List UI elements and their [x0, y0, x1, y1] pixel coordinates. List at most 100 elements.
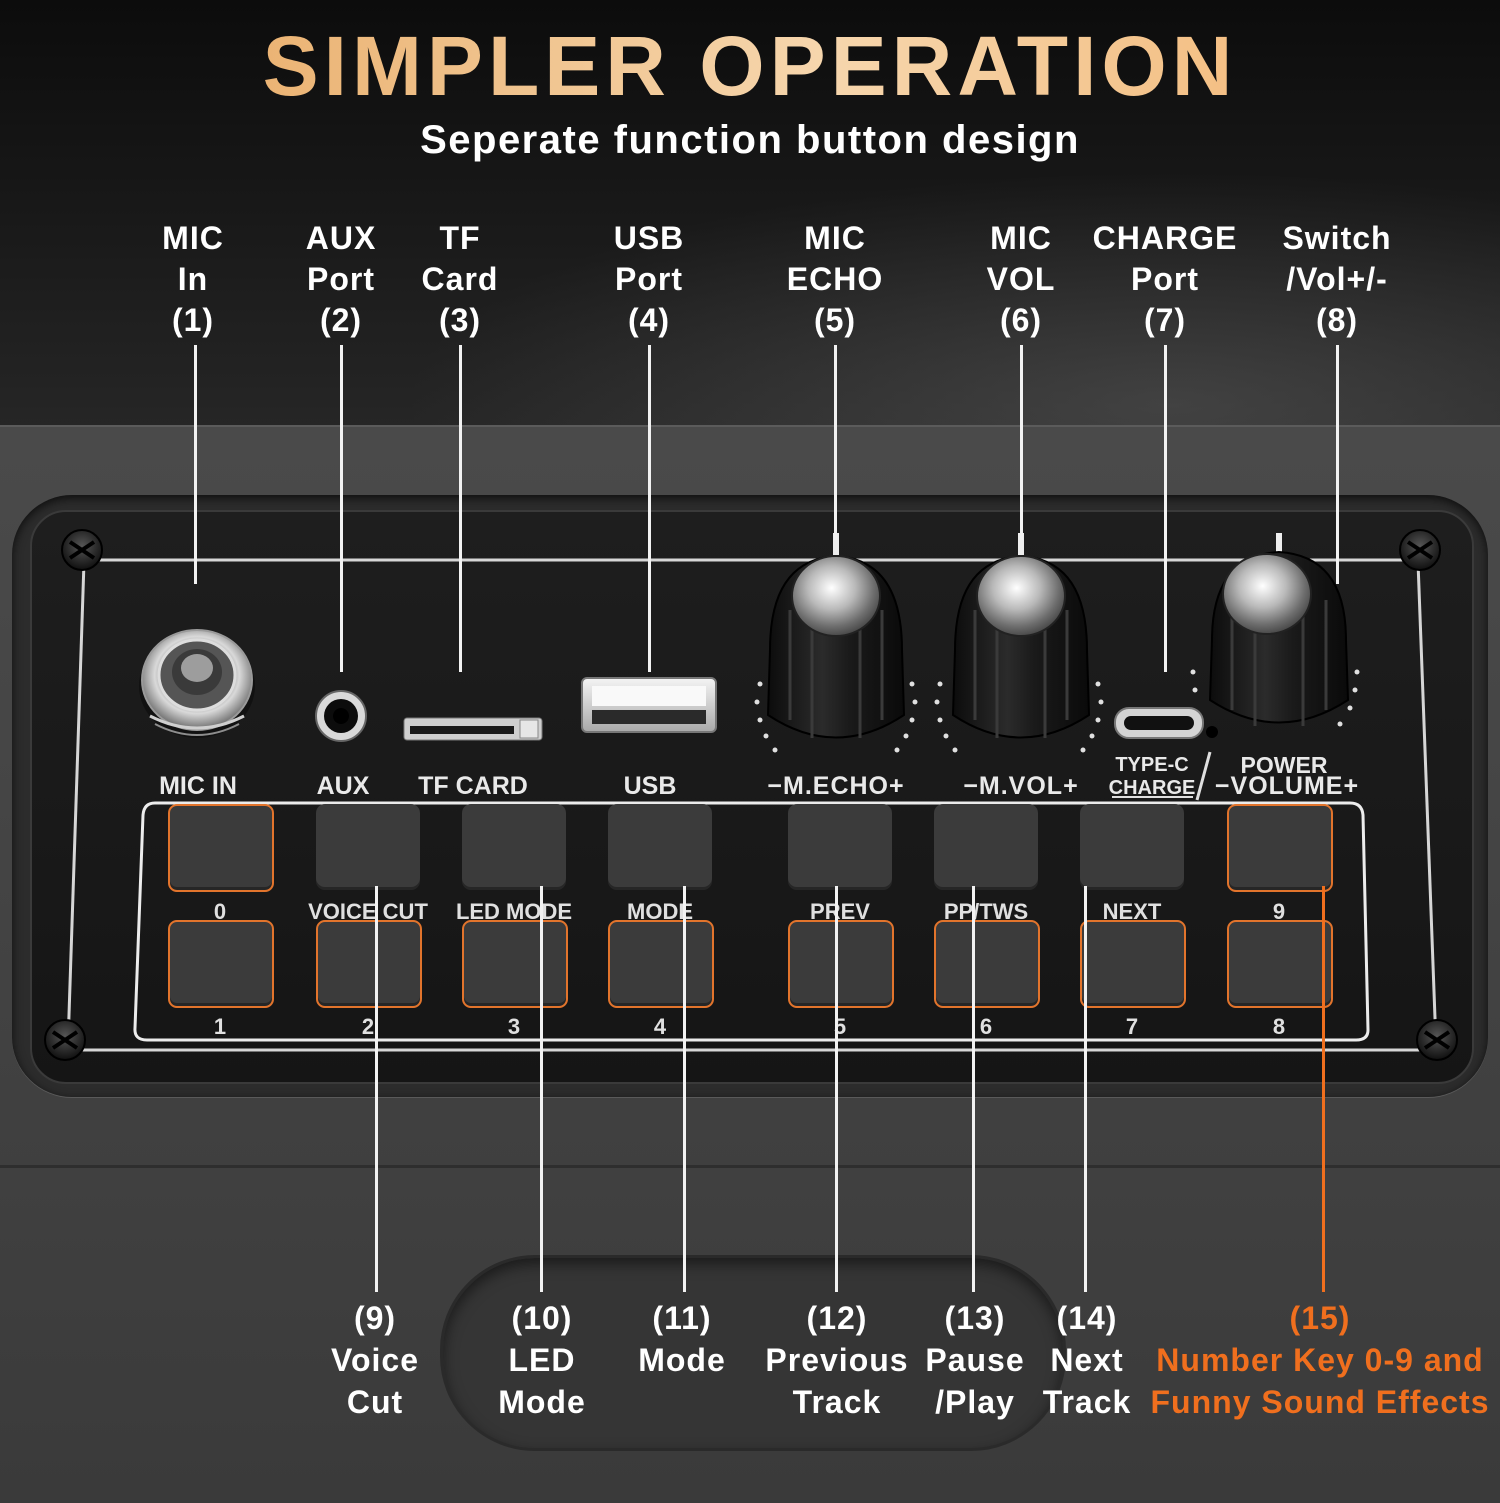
- key-row1-label: NEXT: [1102, 899, 1162, 924]
- bottom-callout-line: Pause: [925, 1342, 1025, 1378]
- top-leader-line: [1336, 345, 1339, 584]
- top-callout-line: Port: [307, 261, 375, 297]
- key-row2-5[interactable]: [934, 920, 1040, 1008]
- bottom-callout-2: (11) Mode: [638, 1297, 726, 1381]
- key-row2-label: 7: [1125, 1014, 1139, 1039]
- key-row1-5[interactable]: [934, 804, 1038, 890]
- bottom-callout-line: (9): [353, 1300, 397, 1336]
- key-row2-label: 8: [1272, 1014, 1286, 1039]
- key-row1-3[interactable]: [608, 804, 712, 890]
- top-callout-line: (4): [627, 302, 671, 338]
- bottom-callout-line: (14): [1056, 1300, 1118, 1336]
- top-callout-line: Switch: [1282, 220, 1392, 256]
- key-row1-0[interactable]: [168, 804, 274, 892]
- page-title: SIMPLER OPERATION: [0, 18, 1500, 115]
- key-row2-label: 3: [507, 1014, 521, 1039]
- top-callout-line: (5): [813, 302, 857, 338]
- top-callout-line: MIC: [990, 220, 1052, 256]
- top-callout-line: CHARGE: [1092, 220, 1238, 256]
- top-callout-line: Card: [421, 261, 499, 297]
- top-leader-line: [194, 345, 197, 584]
- bottom-callout-line: (12): [806, 1300, 868, 1336]
- key-row2-6[interactable]: [1080, 920, 1186, 1008]
- bottom-leader-line: [1084, 886, 1087, 1292]
- bottom-leader-line: [1322, 886, 1325, 1292]
- mic-vol-label: −M.VOL+: [963, 772, 1079, 800]
- key-row1-6[interactable]: [1080, 804, 1184, 890]
- top-callout-line: USB: [613, 220, 685, 256]
- aux-label: AUX: [316, 772, 370, 800]
- bottom-callout-line: (11): [652, 1300, 712, 1336]
- key-row2-2[interactable]: [462, 920, 568, 1008]
- key-row1-4[interactable]: [788, 804, 892, 890]
- bottom-callout-line: Mode: [638, 1342, 726, 1378]
- key-row2-label: 4: [653, 1014, 667, 1039]
- key-row1-label: 0: [213, 899, 227, 924]
- bottom-callout-line: Funny Sound Effects: [1150, 1384, 1490, 1420]
- page-subtitle: Seperate function button design: [420, 118, 1080, 162]
- key-row2-7[interactable]: [1227, 920, 1333, 1008]
- key-row1-label: MODE: [627, 899, 693, 924]
- key-row1-label: LED MODE: [455, 899, 573, 924]
- key-row2-1[interactable]: [316, 920, 422, 1008]
- bottom-callout-line: Next: [1050, 1342, 1124, 1378]
- mic-in-label: MIC IN: [159, 772, 237, 800]
- top-callout-line: (2): [319, 302, 363, 338]
- bottom-callout-line: Previous: [765, 1342, 909, 1378]
- top-leader-line: [1164, 345, 1167, 672]
- top-callout-line: /Vol+/-: [1286, 261, 1388, 297]
- key-row1-label: 9: [1272, 899, 1286, 924]
- bottom-callout-line: (15): [1289, 1300, 1351, 1336]
- top-leader-line: [648, 345, 651, 672]
- top-callout-line: MIC: [804, 220, 866, 256]
- tf-card-label: TF CARD: [418, 772, 528, 800]
- top-callout-line: (7): [1143, 302, 1187, 338]
- bottom-leader-line: [972, 886, 975, 1292]
- key-row2-0[interactable]: [168, 920, 274, 1008]
- top-leader-line: [340, 345, 343, 672]
- bottom-leader-line: [540, 886, 543, 1292]
- charge-label: CHARGE: [1108, 777, 1196, 799]
- top-leader-line: [834, 345, 837, 540]
- bottom-callout-line: /Play: [935, 1384, 1015, 1420]
- mic-echo-label: −M.ECHO+: [767, 772, 905, 800]
- key-row1-1[interactable]: [316, 804, 420, 890]
- bottom-callout-4: (13) Pause/Play: [925, 1297, 1024, 1423]
- bottom-leader-line: [375, 886, 378, 1292]
- bottom-callout-line: Number Key 0-9 and: [1156, 1342, 1484, 1378]
- top-leader-line: [459, 345, 462, 672]
- speaker-handle: [440, 1255, 1066, 1451]
- top-callout-line: ECHO: [786, 261, 884, 297]
- top-leader-line: [1020, 345, 1023, 540]
- key-row1-7[interactable]: [1227, 804, 1333, 892]
- key-row1-label: PREV: [810, 899, 870, 924]
- bottom-leader-line: [835, 886, 838, 1292]
- bottom-callout-line: (13): [944, 1300, 1006, 1336]
- bottom-callout-line: Track: [1042, 1384, 1132, 1420]
- bottom-callout-line: (10): [511, 1300, 573, 1336]
- top-callout-line: Port: [615, 261, 683, 297]
- top-callout-line: MIC: [162, 220, 224, 256]
- bottom-leader-line: [683, 886, 686, 1292]
- bottom-callout-line: Voice: [331, 1342, 419, 1378]
- top-callout-line: (1): [171, 302, 215, 338]
- bottom-callout-line: LED: [508, 1342, 576, 1378]
- top-callout-6: CHARGE Port (7): [1093, 218, 1238, 341]
- bottom-callout-line: Cut: [346, 1384, 404, 1420]
- top-callout-line: Port: [1130, 261, 1199, 297]
- key-row1-label: PP/TWS: [943, 899, 1029, 924]
- top-callout-line: In: [177, 261, 209, 297]
- usb-label: USB: [623, 772, 677, 800]
- key-row2-4[interactable]: [788, 920, 894, 1008]
- top-callout-line: (3): [438, 302, 482, 338]
- key-row1-2[interactable]: [462, 804, 566, 890]
- key-row2-3[interactable]: [608, 920, 714, 1008]
